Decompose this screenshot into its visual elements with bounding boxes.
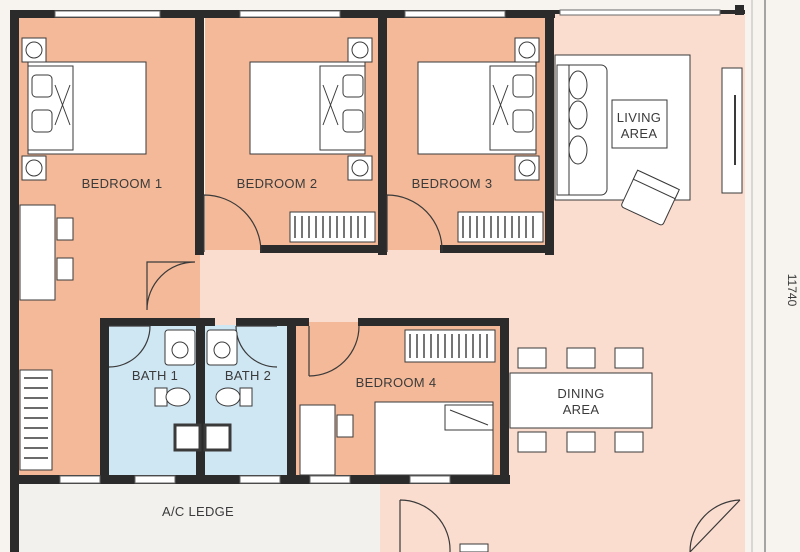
label-ac-ledge: A/C LEDGE (162, 504, 234, 519)
desks (19, 204, 354, 476)
label-dining-line-2: AREA (563, 402, 600, 417)
bed-bedroom-4 (374, 401, 494, 476)
wardrobes (19, 211, 544, 471)
label-living-line-2: AREA (621, 126, 658, 141)
entry-floor (380, 480, 550, 552)
beds (27, 61, 537, 476)
label-bath-2: BATH 2 (225, 368, 271, 383)
label-bedroom-3: BEDROOM 3 (412, 176, 493, 191)
nightstands (21, 37, 540, 181)
bed-bedroom-1 (27, 61, 147, 155)
label-bath-1: BATH 1 (132, 368, 178, 383)
windows (54, 9, 721, 484)
bath-fixtures (154, 329, 253, 452)
living-furniture (554, 54, 743, 226)
ac-ledge-area (15, 480, 380, 552)
label-bedroom-2: BEDROOM 2 (237, 176, 318, 191)
bed-bedroom-3 (417, 61, 537, 155)
label-bedroom-4: BEDROOM 4 (356, 375, 437, 390)
dining-furniture (509, 347, 653, 453)
dimension-label: 11740 (785, 274, 799, 307)
dimension-line (751, 0, 766, 552)
label-bedroom-1: BEDROOM 1 (82, 176, 163, 191)
label-living-line-1: LIVING (617, 110, 661, 125)
entry-fixture (459, 543, 489, 552)
label-dining-line-1: DINING (557, 386, 604, 401)
bed-bedroom-2 (249, 61, 366, 155)
